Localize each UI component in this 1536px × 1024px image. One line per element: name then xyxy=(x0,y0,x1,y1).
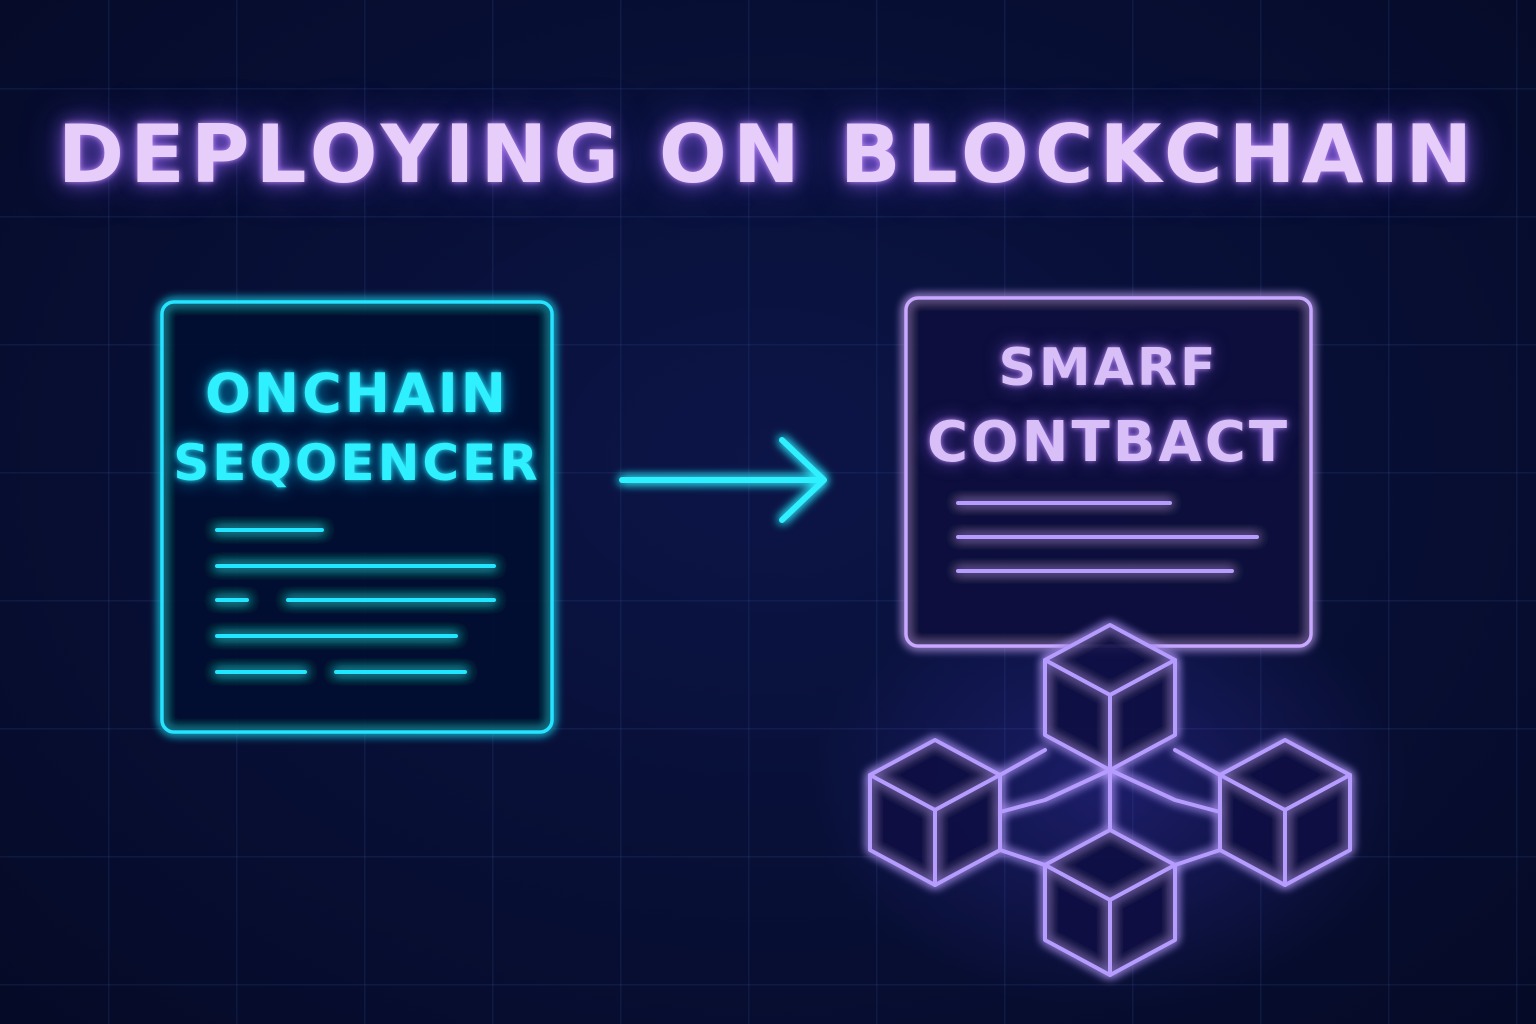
cube-right xyxy=(1218,738,1352,887)
contract-text-lines xyxy=(956,501,1259,573)
cube-bottom xyxy=(1043,828,1177,977)
page-title: DEPLOYING ON BLOCKCHAIN xyxy=(57,108,1479,201)
contract-title-line2: CONTBACT xyxy=(926,410,1291,475)
cube-links xyxy=(998,748,1222,867)
cube-top xyxy=(1043,623,1177,772)
onchain-title-line2: SEQOENCER xyxy=(173,434,541,492)
right-arrow-icon xyxy=(619,437,827,523)
onchain-title-line1: ONCHAIN xyxy=(205,362,509,425)
blockchain-cubes-icon xyxy=(868,623,1352,977)
onchain-text-lines xyxy=(215,528,496,674)
contract-title-line1: SMARF xyxy=(998,338,1219,398)
onchain-sequencer-card xyxy=(160,300,554,734)
cube-left xyxy=(868,738,1002,887)
onchain-card-frame xyxy=(160,300,554,734)
